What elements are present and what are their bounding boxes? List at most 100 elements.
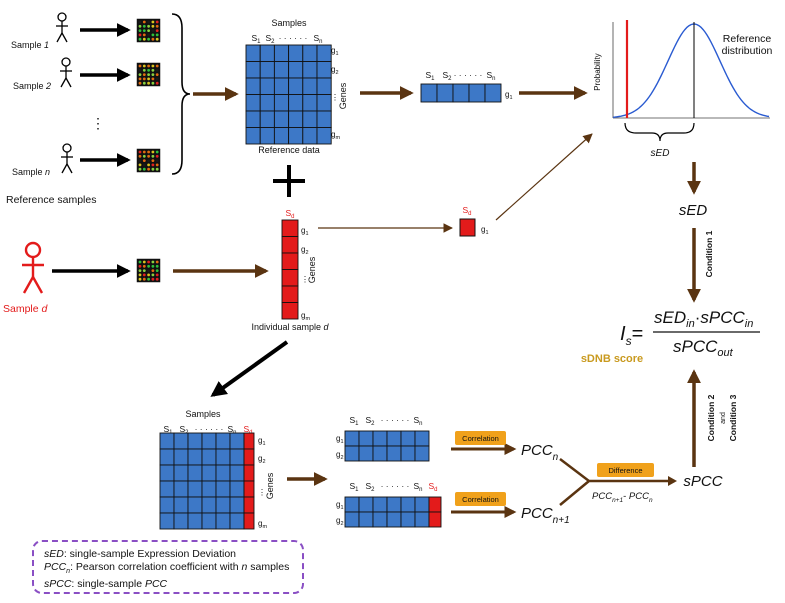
microarray-chip-1 [136,18,161,43]
row-col-s1: S1 [425,70,435,82]
chip-spot [151,81,155,85]
matrix-cell [215,512,231,530]
formula-numerator: sEDin·sPCCin [654,308,753,330]
matrix-cell [273,110,290,128]
chip-spot [151,167,155,171]
matrix-cell [173,448,189,466]
matrix-cell [245,77,261,95]
chip-spot [151,159,155,163]
chip-spot [151,154,155,158]
chip-spot [151,29,155,32]
chip-spot [151,77,155,81]
matrix-cell [215,432,231,450]
chip-spot [151,33,155,37]
row-col-dots: · · · · · · [454,70,483,80]
matrix-cell [273,61,290,79]
chip-spot [138,264,142,268]
pair-bottom-matrix [344,496,442,528]
chip-spot [155,264,159,268]
matrix-cell [316,77,332,95]
chip-spot [142,260,146,264]
pb-row-g2: g2 [336,516,344,527]
legend-sed-term: sED [44,548,64,560]
matrix-cell [288,61,304,79]
matrix-cell [201,496,217,514]
chip-spot [155,81,159,85]
chip-spot [138,77,142,81]
red-cell [281,236,299,254]
red-cell [243,512,255,530]
matrix-cell [229,448,245,466]
microarray-chip-2 [136,62,161,87]
distribution-title-2: distribution [722,45,773,57]
matrix-cell [302,77,318,95]
plus-sign [273,165,305,197]
red-cell [281,252,299,270]
chip-spot [138,68,142,72]
individual-sample-caption: Individual sample d [251,322,329,332]
chip-spot [138,73,142,76]
legend-spcc-term: sPCC [44,578,72,591]
sd-row-g2: g2 [301,245,309,256]
combined-row-labels: g1 g2 ⋮ gm [258,436,267,530]
matrix-cell [259,127,275,145]
chip-spot [138,163,142,167]
matrix-cell [173,464,189,482]
legend-pcc-desc: : Pearson correlation coefficient with [70,561,242,573]
sd-col-label: Sd [285,208,294,220]
pb-col-sd: Sd [428,481,437,493]
chip-spot [155,64,159,68]
chip-spot [147,77,151,81]
matrix-cell [400,430,416,447]
matrix-cell [414,445,430,462]
matrix-cell [245,61,261,79]
matrix-cell [229,496,245,514]
matrix-cell [372,445,388,462]
chip-spot [142,150,146,154]
matrix-cell [245,110,261,128]
pair-bottom-col-labels: S1 S2 · · · · · · Sn Sd [349,481,437,493]
red-cell [281,219,299,237]
pt-col-dots: · · · · · · [381,415,410,425]
matrix-cell [420,83,438,103]
matrix-cell [187,512,203,530]
matrix-cell [187,496,203,514]
matrix-cell [259,110,275,128]
sample-n-label: Sample n [12,167,50,177]
chip-spot [155,33,159,37]
chip-spot [138,64,142,68]
chip-spot [151,73,155,76]
chip-spot [155,163,159,167]
ref-row-g2: g2 [331,65,339,76]
chip-spot [142,37,146,41]
legend-spcc-desc: : single-sample [71,578,145,591]
chip-spot [142,24,146,28]
sd-row-gm: gm [301,311,310,322]
matrix-cell [344,430,360,447]
sdnb-score-label: sDNB score [581,353,643,365]
sample-dots: ⋮ [91,115,105,131]
matrix-cell [400,445,416,462]
red-cell [428,511,442,528]
matrix-cell [358,496,374,513]
chip-spot [151,163,155,167]
chip-spot [151,64,155,68]
reference-matrix-col-labels: S1 S2 · · · · · · Sn [251,33,322,45]
chip-spot [155,277,159,281]
sdnb-formula: Is= sEDin·sPCCin sPCCout [620,308,760,359]
chip-spot [138,37,142,41]
sed-brace [624,122,695,142]
matrix-cell [302,61,318,79]
chip-spot [155,68,159,72]
matrix-cell [229,464,245,482]
reference-data-caption: Reference data [258,145,320,155]
chip-spot [151,20,155,24]
matrix-cell [215,448,231,466]
red-cell [281,302,299,320]
matrix-cell [372,511,388,528]
matrix-cell [302,94,318,112]
matrix-cell [159,448,175,466]
matrix-cell [201,432,217,450]
legend-box: sED: single-sample Expression Deviation … [32,540,304,594]
